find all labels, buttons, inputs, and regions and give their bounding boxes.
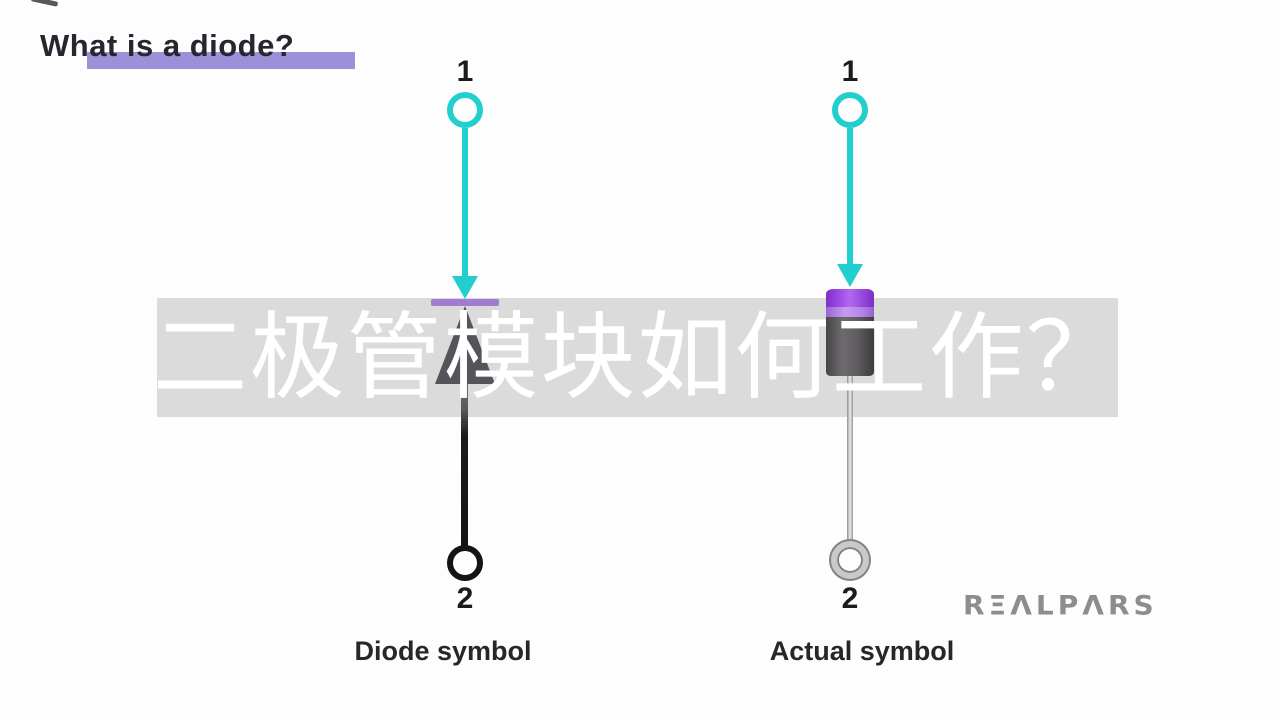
diode-body-cylinder	[826, 317, 874, 376]
right-terminal-2-label: 2	[841, 582, 859, 615]
right-terminal-2-ring-icon	[831, 541, 869, 579]
right-current-arrow-line	[847, 128, 853, 264]
diode-cathode-band-light	[826, 307, 874, 317]
left-terminal-2-label: 2	[456, 582, 474, 615]
right-current-arrowhead-icon	[837, 264, 863, 287]
right-terminal-1-label: 1	[841, 55, 859, 88]
diode-cathode-band	[826, 289, 874, 307]
right-terminal-1-circle-icon	[832, 92, 868, 128]
page-title: What is a diode?	[40, 28, 294, 64]
realpars-logo: RΞΛLPΛRS	[963, 589, 1158, 622]
diode-component-body	[826, 289, 874, 376]
left-lead-line	[461, 384, 468, 546]
left-terminal-1-label: 1	[456, 55, 474, 88]
left-terminal-1-circle-icon	[447, 92, 483, 128]
left-terminal-2-circle-icon	[447, 545, 483, 581]
left-caption: Diode symbol	[354, 636, 532, 666]
right-lead-wire	[847, 376, 853, 541]
title-highlight-bar	[87, 52, 355, 69]
chinese-subtitle: 二极管模块如何工作？	[152, 302, 1123, 413]
anode-triangle-icon	[435, 306, 495, 384]
subtitle-band	[157, 298, 1118, 417]
right-caption: Actual symbol	[769, 636, 955, 666]
page-title-text: What is a diode?	[40, 28, 295, 63]
video-artifact-mark	[30, 0, 59, 7]
left-current-arrowhead-icon	[452, 276, 478, 299]
left-current-arrow-line	[462, 128, 468, 276]
cathode-bar	[431, 299, 499, 306]
